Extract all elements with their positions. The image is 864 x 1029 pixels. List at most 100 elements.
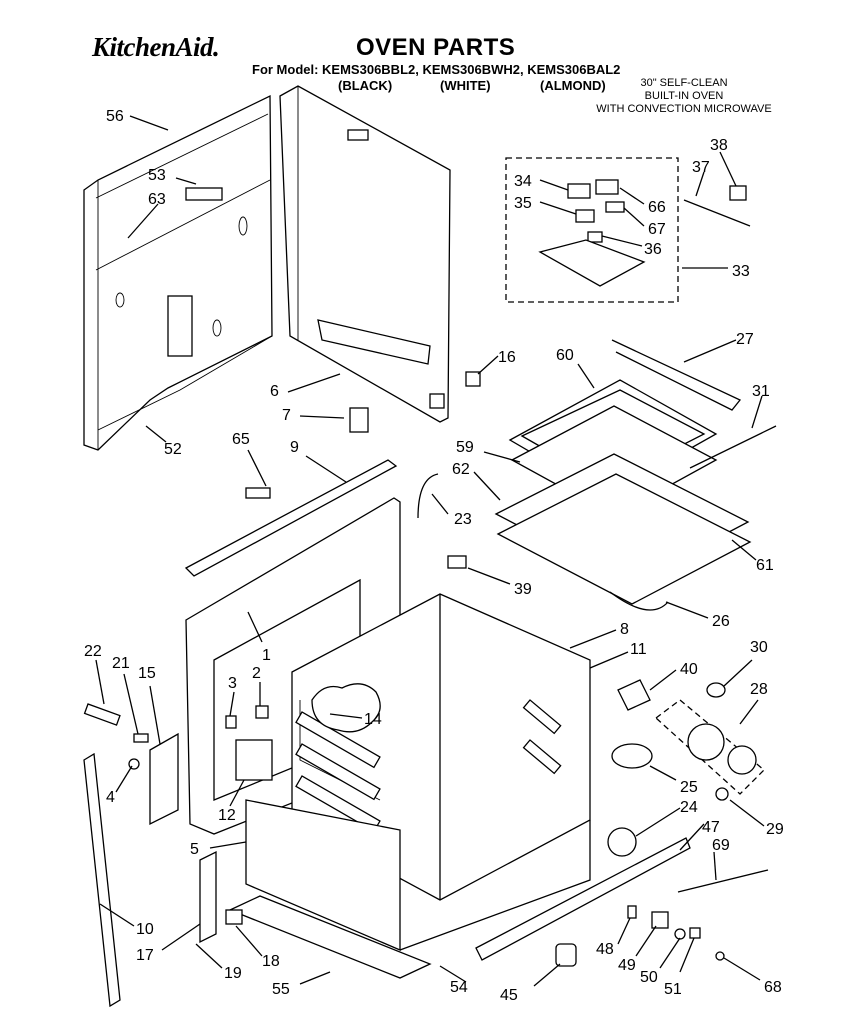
part-21-pin	[133, 733, 149, 743]
callout-11: 11	[630, 641, 647, 658]
part-2	[255, 705, 269, 719]
part-17-hinge	[199, 850, 217, 944]
description-line-1: 30" SELF-CLEAN	[640, 77, 728, 89]
callout-51: 51	[664, 981, 682, 998]
wrapper-edge	[399, 820, 591, 951]
callout-2: 2	[252, 665, 261, 682]
callout-34: 34	[514, 173, 532, 190]
finish-black: (BLACK)	[338, 78, 393, 93]
callout-38: 38	[710, 137, 728, 154]
callout-62: 62	[452, 461, 470, 478]
callout-56: 56	[106, 108, 124, 125]
part-26-element	[609, 591, 669, 611]
part-9-top-bracket	[184, 459, 398, 577]
part-36	[587, 231, 603, 243]
callout-54: 54	[450, 979, 468, 996]
callout-48: 48	[596, 941, 614, 958]
part-67	[605, 201, 625, 213]
callout-1: 1	[262, 647, 271, 664]
part-38	[729, 185, 747, 201]
callout-28: 28	[750, 681, 768, 698]
model-line: For Model: KEMS306BBL2, KEMS306BWH2, KEM…	[252, 62, 621, 77]
part-28-motor	[687, 723, 725, 761]
part-45-plate	[555, 943, 577, 967]
part-15-bracket	[149, 732, 179, 826]
callout-52: 52	[164, 441, 182, 458]
part-27-element	[611, 339, 742, 411]
callout-39: 39	[514, 581, 532, 598]
callout-14: 14	[364, 711, 382, 728]
part-16-clip	[465, 371, 481, 387]
part-34	[567, 183, 591, 199]
part-69-wire	[677, 869, 769, 893]
callout-18: 18	[262, 953, 280, 970]
part-14-insulation	[311, 683, 381, 733]
callout-27: 27	[736, 331, 754, 348]
callout-47: 47	[702, 819, 720, 836]
callout-9: 9	[290, 439, 299, 456]
callout-69: 69	[712, 837, 730, 854]
callout-31: 31	[752, 383, 770, 400]
callout-40: 40	[680, 661, 698, 678]
description-line-2: BUILT-IN OVEN	[644, 90, 724, 102]
part-22-tube	[83, 703, 121, 726]
part-24-motor	[607, 827, 637, 857]
callout-63: 63	[148, 191, 166, 208]
callout-15: 15	[138, 665, 156, 682]
part-55-base	[228, 895, 432, 979]
callout-35: 35	[514, 195, 532, 212]
part-10-trim	[83, 752, 121, 1008]
callout-53: 53	[148, 167, 166, 184]
part-35	[575, 209, 595, 223]
callout-45: 45	[500, 987, 518, 1004]
callout-6: 6	[270, 383, 279, 400]
callout-21: 21	[112, 655, 130, 672]
callout-33: 33	[732, 263, 750, 280]
callout-29: 29	[766, 821, 784, 838]
finish-almond: (ALMOND)	[540, 78, 606, 93]
part-68	[715, 951, 725, 961]
callout-12: 12	[218, 807, 236, 824]
part-3	[225, 715, 237, 729]
callout-50: 50	[640, 969, 658, 986]
part-7-bracket	[349, 407, 369, 433]
part-31-rod	[689, 425, 777, 469]
callout-68: 68	[764, 979, 782, 996]
callout-24: 24	[680, 799, 698, 816]
part-18-clip	[225, 909, 243, 925]
part-30-ring	[706, 682, 726, 698]
callout-23: 23	[454, 511, 472, 528]
part-33-dashed-group	[505, 157, 679, 303]
brand-logo: KitchenAid.	[92, 32, 220, 62]
part-28-dashed-group	[655, 699, 765, 795]
callout-16: 16	[498, 349, 516, 366]
racks	[494, 453, 752, 605]
callout-labels: 56 53 63 6 7 52 65 9 16 60 27 31 59 62 6…	[84, 108, 784, 1004]
part-25-fan-blade	[611, 743, 653, 769]
part-65-strip	[245, 487, 271, 499]
callout-55: 55	[272, 981, 290, 998]
part-12-bracket	[235, 739, 273, 781]
callout-10: 10	[136, 921, 154, 938]
callout-8: 8	[620, 621, 629, 638]
callout-3: 3	[228, 675, 237, 692]
callout-67: 67	[648, 221, 666, 238]
part-51	[689, 927, 701, 939]
callout-49: 49	[618, 957, 636, 974]
callout-26: 26	[712, 613, 730, 630]
callout-66: 66	[648, 199, 666, 216]
part-49	[651, 911, 669, 929]
callout-17: 17	[136, 947, 154, 964]
outer-back-panel	[83, 94, 273, 451]
side-panel	[279, 85, 451, 423]
description-line-3: WITH CONVECTION MICROWAVE	[596, 103, 772, 115]
part-23-hose	[417, 473, 439, 519]
part-29-bulb	[715, 787, 729, 801]
callout-59: 59	[456, 439, 474, 456]
part-66	[595, 179, 619, 195]
callout-19: 19	[224, 965, 242, 982]
leader-lines	[95, 115, 765, 987]
part-48	[627, 905, 637, 919]
callout-22: 22	[84, 643, 102, 660]
